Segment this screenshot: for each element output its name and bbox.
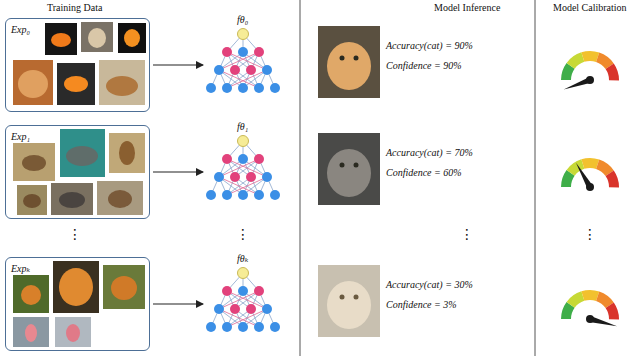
calibration-gauge [566,295,618,343]
accuracy-text: Accuracy(cat) = 90% [386,40,473,52]
ellipsis: ⋮ [236,226,250,242]
calibration-gauge [563,56,614,104]
experiment-box: Exp₀ [5,18,150,112]
ellipsis: ⋮ [68,226,82,242]
experiment-box: Exp₁ [5,125,150,219]
experiment-label: Expₖ [9,263,32,275]
training-arrow [153,303,203,304]
column-header: Model Calibration [553,2,627,14]
model-label: fθ₀ [237,14,248,26]
inference-photo [318,26,380,98]
calibration-gauge [566,161,614,211]
column-separator [535,0,536,356]
model-label: fθ₁ [237,121,248,133]
experiment-box: Expₖ [5,257,150,351]
column-header: Training Data [47,2,102,14]
neural-network [206,29,280,94]
confidence-text: Confidence = 60% [386,167,462,179]
model-label: fθₖ [237,253,248,265]
training-photos [13,261,145,347]
training-photos [13,129,145,215]
neural-network [206,136,280,201]
experiment-label: Exp₁ [9,131,32,143]
inference-photo [318,265,380,337]
accuracy-text: Accuracy(cat) = 30% [386,279,473,291]
column-header: Model Inference [434,2,500,14]
column-separator [300,0,301,356]
confidence-text: Confidence = 90% [386,60,462,72]
training-photos [13,22,146,105]
experiment-label: Exp₀ [9,24,32,36]
inference-photo [318,133,380,205]
ellipsis: ⋮ [460,226,474,242]
training-arrow [153,64,203,65]
ellipsis: ⋮ [583,226,597,242]
accuracy-text: Accuracy(cat) = 70% [386,147,473,159]
confidence-text: Confidence = 3% [386,299,457,311]
training-arrow [153,171,203,172]
neural-network [206,268,280,333]
